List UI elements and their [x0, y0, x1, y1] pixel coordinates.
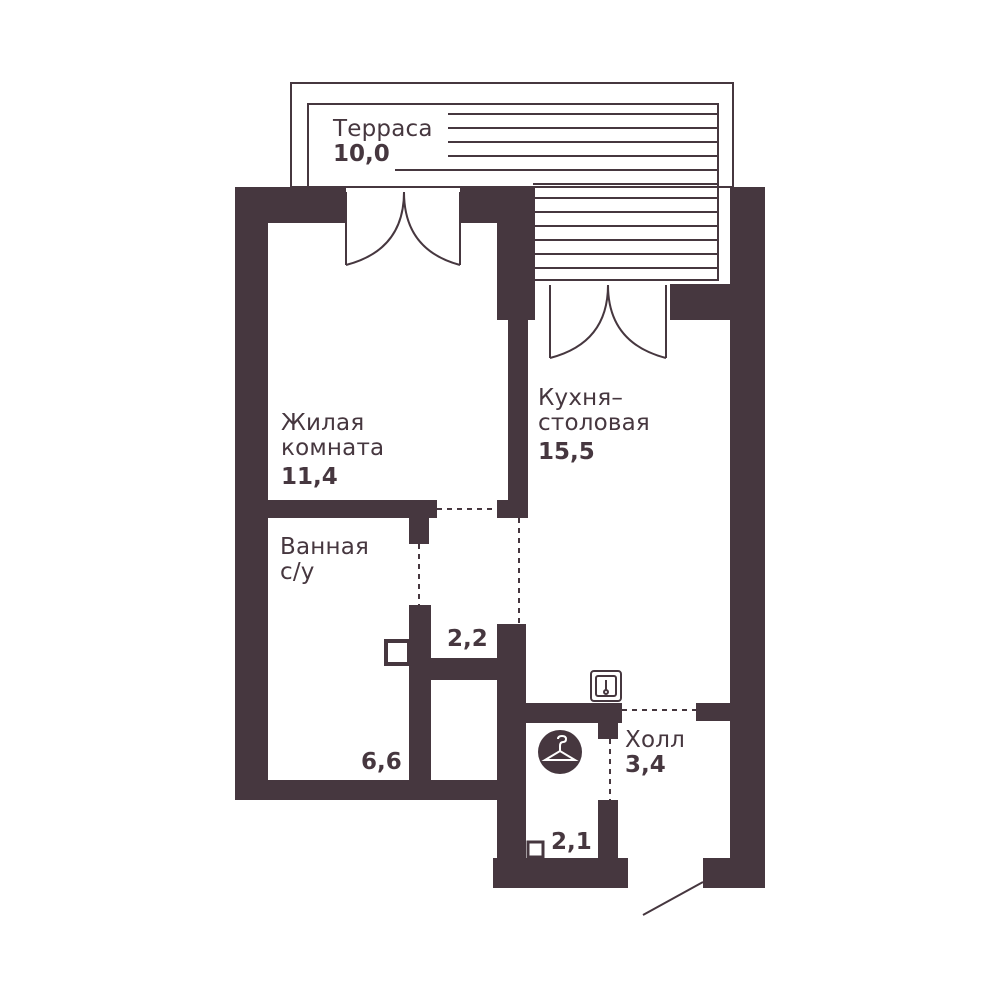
- hall-name: Холл: [625, 727, 686, 753]
- terrace-deck-lines: [395, 113, 718, 269]
- terrace-label: Терраса 10,0: [333, 117, 433, 167]
- walls: [235, 187, 765, 888]
- shower-drain-icon: [384, 639, 411, 666]
- openings: [418, 508, 696, 800]
- bathroom-name-line1: Ванная: [280, 534, 370, 560]
- living-room-area: 11,4: [281, 463, 338, 490]
- kitchen-label: Кухня– столовая 15,5: [538, 386, 650, 464]
- kitchen-area: 15,5: [538, 438, 595, 465]
- kitchen-name-line2: столовая: [538, 409, 650, 436]
- hall-label: Холл 3,4: [625, 728, 685, 778]
- kitchen-name-line1: Кухня–: [538, 385, 624, 411]
- hall-area: 3,4: [625, 751, 666, 778]
- bathroom-area: 6,6: [361, 749, 402, 775]
- bathroom-label: Ванная с/у: [280, 535, 369, 585]
- living-room-name-line2: комната: [281, 434, 385, 461]
- doors: [345, 191, 704, 916]
- terrace-name: Терраса: [333, 116, 433, 142]
- terrace-area: 10,0: [333, 140, 390, 167]
- sink-icon: [590, 670, 622, 702]
- corridor-area: 2,2: [447, 626, 488, 652]
- wardrobe-niche-icon: [526, 840, 545, 859]
- hanger-icon: [538, 730, 582, 774]
- living-room-label: Жилая комната 11,4: [281, 411, 384, 489]
- bathroom-name-line2: с/у: [280, 558, 315, 585]
- wardrobe-area: 2,1: [551, 829, 592, 855]
- living-room-name-line1: Жилая: [281, 410, 365, 436]
